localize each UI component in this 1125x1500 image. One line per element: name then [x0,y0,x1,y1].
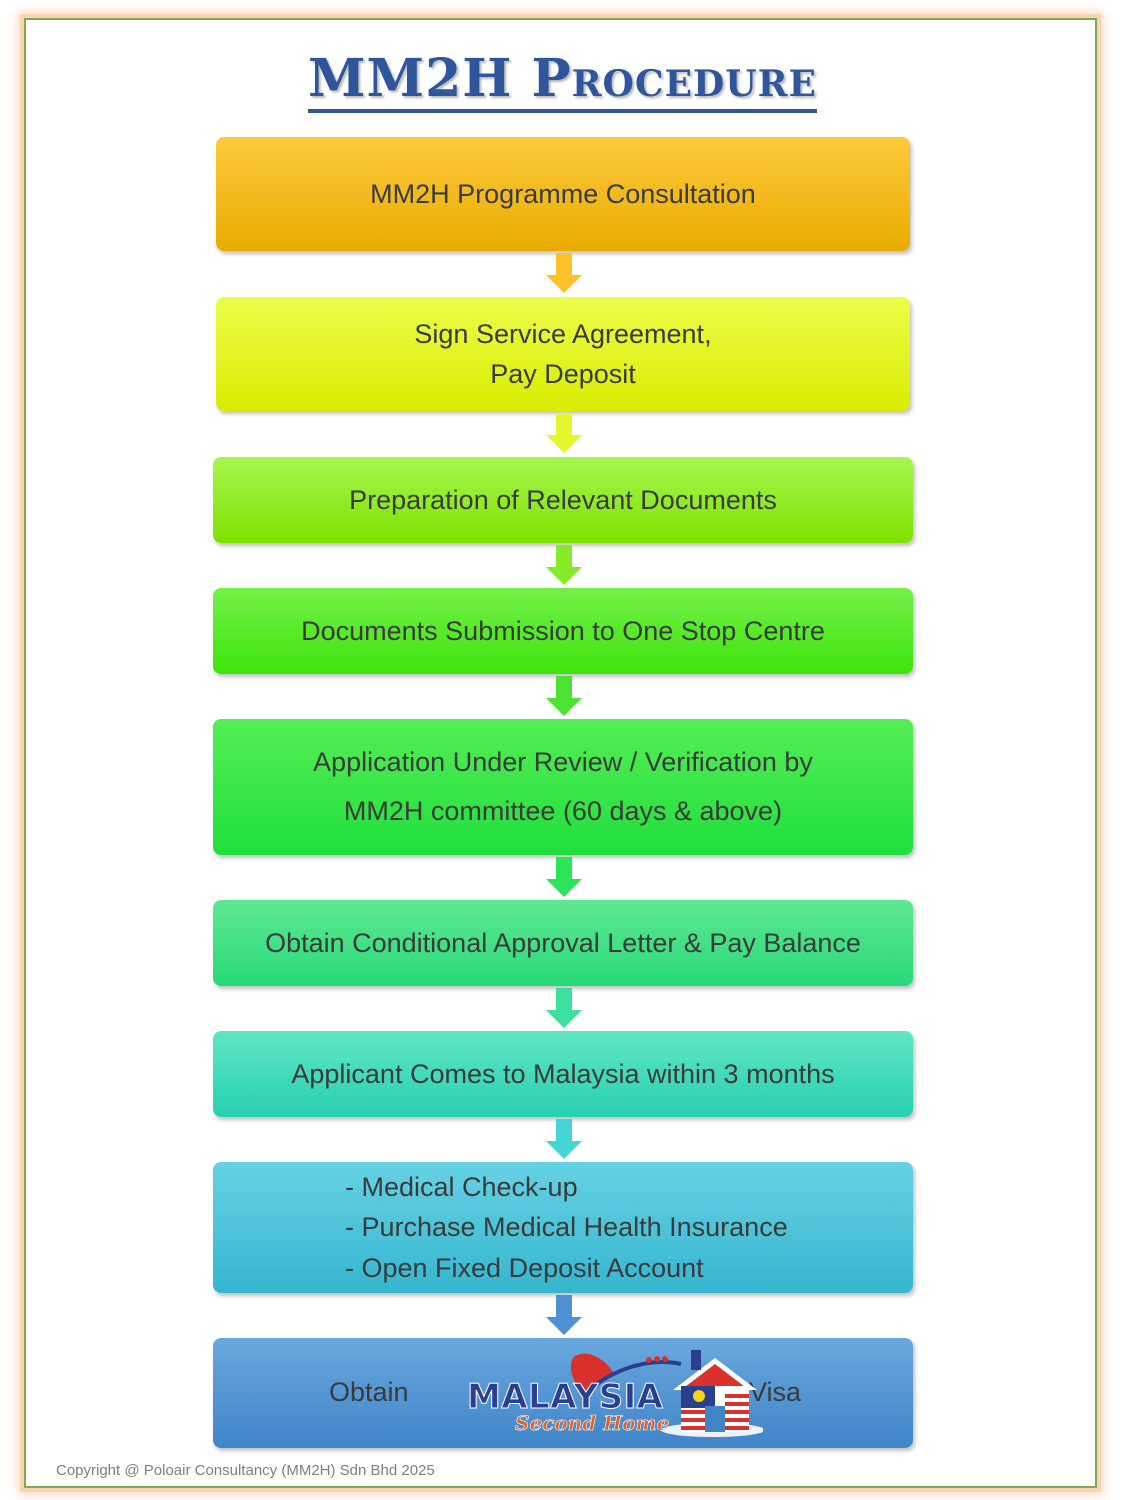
step-sign-agreement: Sign Service Agreement, Pay Deposit [216,297,910,411]
malaysia-second-home-logo: MALAYSIA Second Home [467,1350,763,1437]
step-label: Preparation of Relevant Documents [349,484,777,515]
visa-label: Visa [749,1377,802,1407]
step-obtain-visa: Obtain Visa MALAYSIA Second Home [213,1338,913,1448]
page-title: MM2H Procedure [0,48,1125,113]
arrow-down-icon [546,1295,582,1335]
logo-malaysia-text: MALAYSIA [467,1377,664,1417]
logo-second-home-text: Second Home [515,1411,669,1435]
logo-house-icon [673,1350,757,1432]
logo-hibiscus-icon [570,1353,613,1394]
step-prepare-documents: Preparation of Relevant Documents [213,457,913,543]
step-label: Application Under Review / Verification … [313,747,813,826]
logo-swoosh [581,1360,682,1398]
step-label: MM2H Programme Consultation [370,178,756,209]
arrow-down-icon [546,253,582,293]
logo-dot [662,1356,668,1362]
step-label: Sign Service Agreement, Pay Deposit [414,318,712,390]
arrow-down-icon [546,676,582,716]
step-submission: Documents Submission to One Stop Centre [213,588,913,674]
copyright-text: Copyright @ Poloair Consultancy (MM2H) S… [56,1462,435,1479]
requirement-item: - Open Fixed Deposit Account [345,1252,704,1283]
step-consultation: MM2H Programme Consultation [216,137,910,251]
step-conditional-approval: Obtain Conditional Approval Letter & Pay… [213,900,913,986]
arrow-down-icon [546,1119,582,1159]
requirement-item: - Medical Check-up [345,1171,578,1202]
step-label: Documents Submission to One Stop Centre [301,615,825,646]
obtain-label: Obtain [329,1377,409,1407]
title-text: MM2H Procedure [308,48,817,113]
step-label: Applicant Comes to Malaysia within 3 mon… [291,1058,835,1089]
logo-dot [654,1356,660,1362]
arrow-down-icon [546,857,582,897]
step-come-to-malaysia: Applicant Comes to Malaysia within 3 mon… [213,1031,913,1117]
requirements-list: - Medical Check-up - Purchase Medical He… [345,1167,788,1289]
step-requirements: - Medical Check-up - Purchase Medical He… [213,1162,913,1293]
arrow-down-icon [546,413,582,453]
requirement-item: - Purchase Medical Health Insurance [345,1212,788,1243]
logo-dot [646,1357,652,1363]
arrow-down-icon [546,545,582,585]
step-review: Application Under Review / Verification … [213,719,913,855]
arrow-down-icon [546,988,582,1028]
step-label: Obtain Conditional Approval Letter & Pay… [265,927,861,958]
